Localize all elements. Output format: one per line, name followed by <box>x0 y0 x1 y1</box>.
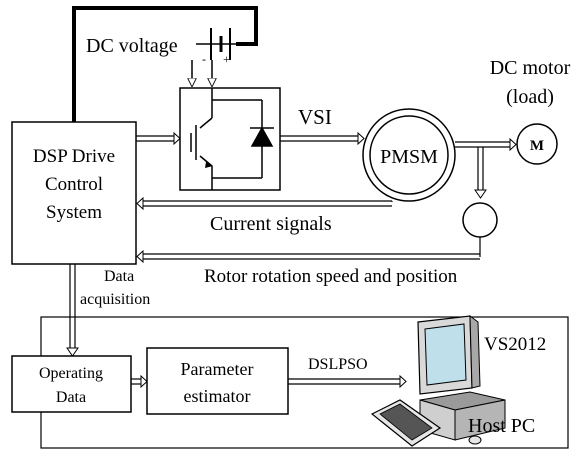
dc-motor-label-line1: DC motor <box>490 57 571 79</box>
dc-voltage-label: DC voltage <box>86 35 178 57</box>
igbt-diode-icon <box>190 88 274 190</box>
dc-supply-bus <box>72 6 258 122</box>
dsp-control-box <box>11 121 137 265</box>
dslpso-label: DSLPSO <box>308 356 368 373</box>
encoder-circle <box>462 202 498 238</box>
battery-icon: - + <box>196 28 236 66</box>
data-acq-arrow <box>66 347 79 357</box>
dsp-label-line3: System <box>46 202 102 223</box>
host-pc-icon <box>370 314 506 447</box>
shaft-arrow <box>509 137 517 152</box>
battery-plus-label: + <box>223 52 230 66</box>
current-signals-label: Current signals <box>210 213 332 235</box>
pwm-link-arrow <box>173 131 181 146</box>
est-pc-arrow <box>399 374 407 389</box>
pmsm-inner-circle <box>369 115 449 195</box>
estimator-line2: estimator <box>184 386 251 406</box>
parameter-estimator-box <box>146 347 289 415</box>
vs2012-label: VS2012 <box>484 334 546 355</box>
operating-data-line2: Data <box>56 389 86 406</box>
rotor-feedback-label: Rotor rotation speed and position <box>204 266 458 287</box>
rotor-feedback-arrow <box>136 249 144 264</box>
igbt-emitter-arrow <box>205 162 213 168</box>
op-est-arrow <box>140 374 148 389</box>
vsi-label: VSI <box>298 105 332 129</box>
current-signal-arrow <box>136 196 144 211</box>
data-acq-label-line2: acquisition <box>80 291 150 308</box>
encoder-link-arrow <box>474 189 487 199</box>
data-acq-label-line1: Data <box>104 268 134 285</box>
pmsm-label: PMSM <box>380 146 438 168</box>
dc-motor-m-label: M <box>530 138 544 154</box>
operating-data-box <box>11 355 132 413</box>
estimator-line1: Parameter <box>181 359 254 379</box>
host-pc-label: Host PC <box>468 415 535 437</box>
vsi-pmsm-arrow <box>357 131 365 146</box>
dsp-label-line1: DSP Drive <box>33 146 115 167</box>
dc-motor-label-line2: (load) <box>506 86 554 108</box>
dsp-label-line2: Control <box>45 174 103 195</box>
dc-motor-circle <box>516 123 558 165</box>
operating-data-line1: Operating <box>39 365 103 382</box>
battery-minus-label: - <box>202 52 206 66</box>
